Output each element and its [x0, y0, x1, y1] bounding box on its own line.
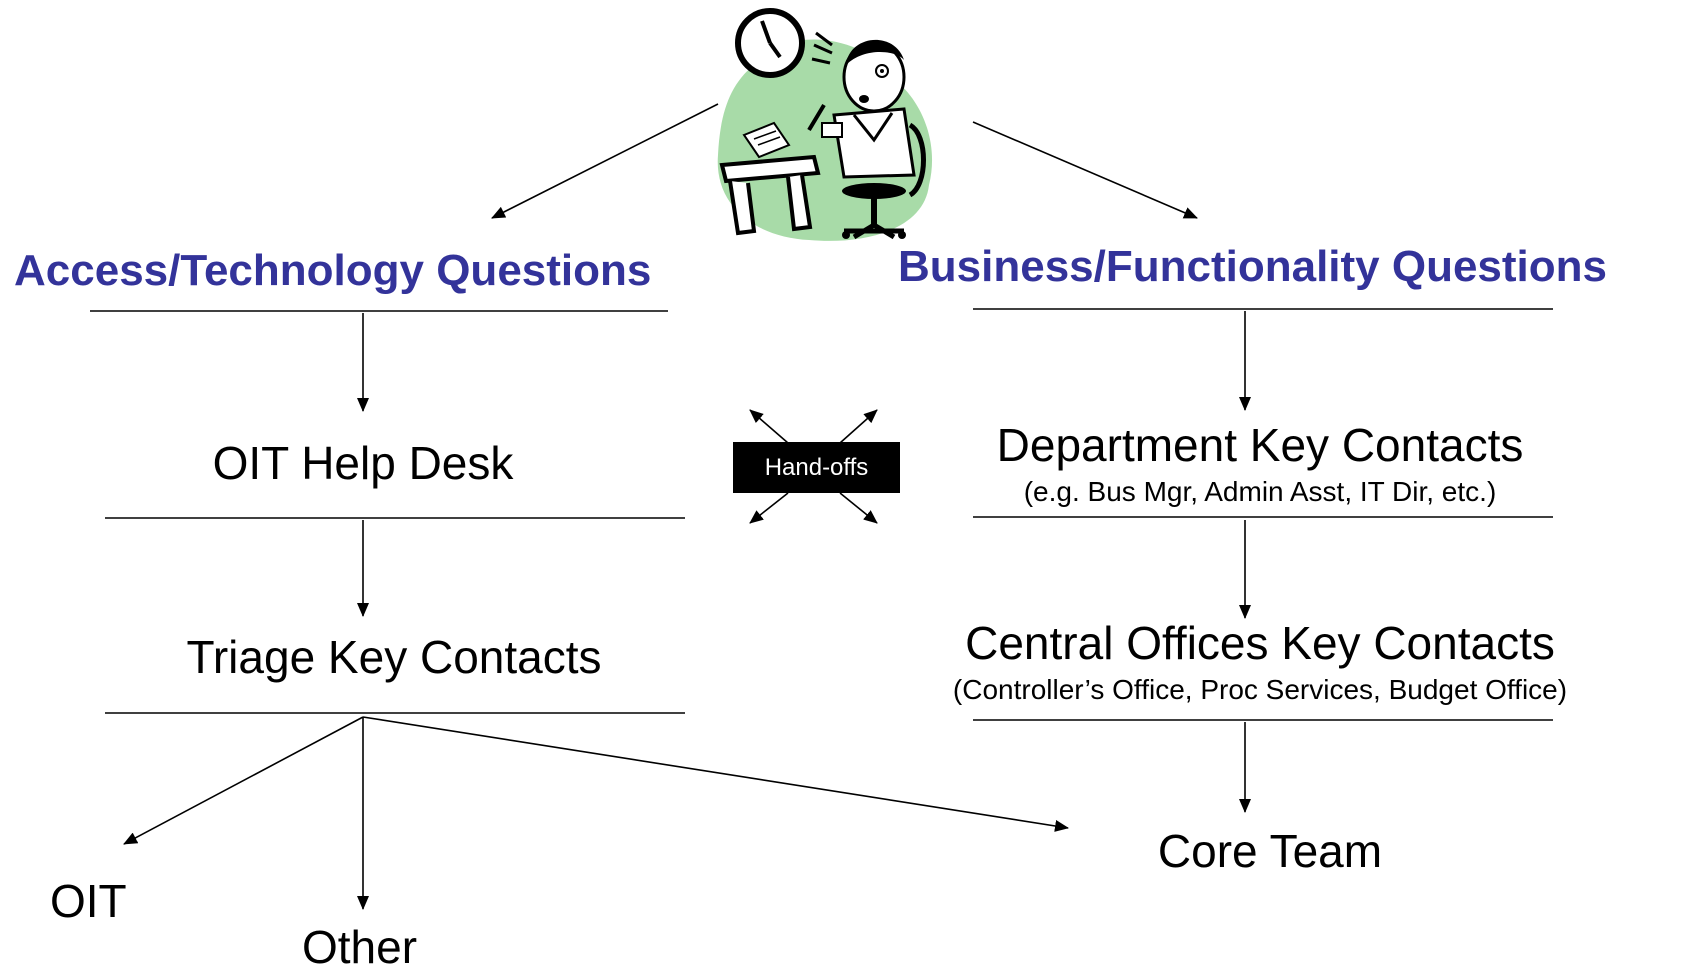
arrow-to-business-questions	[972, 121, 1198, 219]
handoff-arrow-up-right	[839, 409, 878, 444]
arrow-to-oit	[123, 716, 364, 845]
department-key-contacts-node: Department Key Contacts	[996, 419, 1524, 471]
central-offices-key-contacts-subtitle: (Controller’s Office, Proc Services, Bud…	[952, 674, 1568, 705]
access-technology-heading: Access/Technology Questions	[14, 246, 652, 295]
handoff-arrow-down-right	[839, 492, 878, 524]
handoff-arrow-down-left	[749, 492, 789, 524]
triage-key-contacts-node: Triage Key Contacts	[186, 631, 602, 683]
business-functionality-heading: Business/Functionality Questions	[898, 242, 1608, 291]
department-key-contacts-subtitle: (e.g. Bus Mgr, Admin Asst, IT Dir, etc.)	[1023, 476, 1497, 507]
stressed-office-worker-icon	[717, 8, 933, 241]
handoffs-badge: Hand-offs	[733, 442, 900, 493]
core-team-node: Core Team	[1157, 825, 1383, 877]
arrow-to-core-team-from-triage	[362, 716, 1069, 832]
arrow-to-access-questions	[491, 103, 719, 219]
oit-node: OIT	[50, 875, 127, 927]
oit-help-desk-node: OIT Help Desk	[212, 437, 514, 489]
other-node: Other	[302, 921, 418, 973]
central-offices-key-contacts-node: Central Offices Key Contacts	[965, 617, 1555, 669]
handoff-arrow-up-left	[749, 409, 789, 444]
